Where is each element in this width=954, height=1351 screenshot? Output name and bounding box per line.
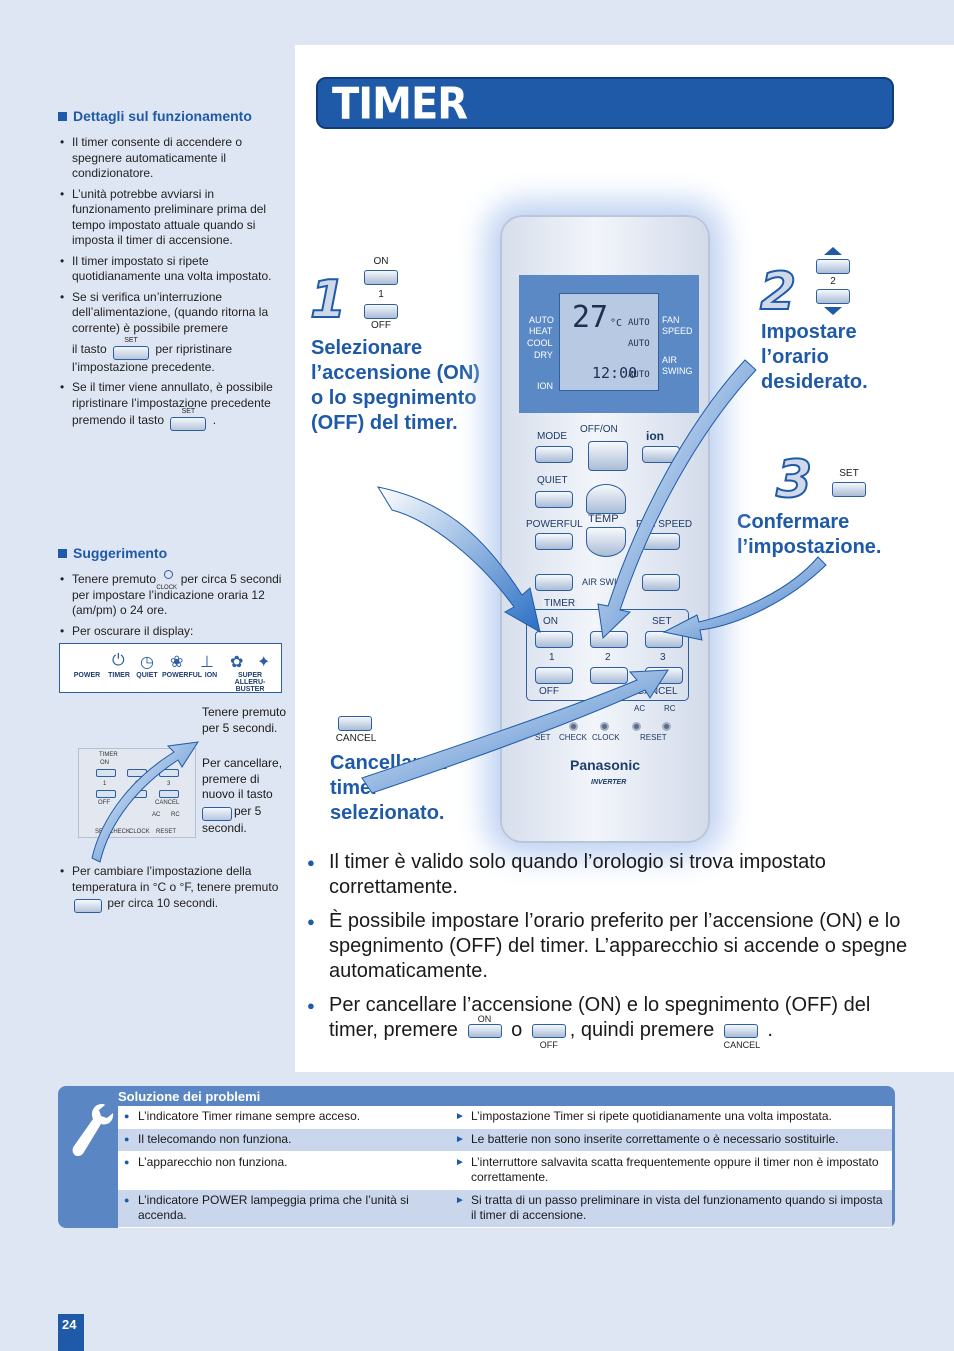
clock-hole[interactable] — [600, 722, 609, 731]
timer-set-button[interactable] — [645, 631, 683, 648]
power-button[interactable] — [588, 441, 628, 471]
brand-logo: Panasonic — [570, 757, 641, 773]
quiet-button[interactable] — [535, 491, 573, 508]
indicator-legend: ⏻ ◷ ❀ ⊥ ✿ ✦ POWER TIMER QUIET POWERFUL I… — [59, 643, 282, 693]
step-1-label: Selezionare l’accensione (ON) o lo spegn… — [311, 337, 480, 434]
power-indicator-icon: ⏻ — [112, 652, 125, 669]
step-2-label: Impostare l’orario desiderato. — [761, 321, 868, 393]
powerful-button[interactable] — [535, 533, 573, 550]
up-key-icon — [202, 806, 232, 821]
ion-button[interactable] — [642, 446, 680, 463]
timer-cancel-button[interactable] — [645, 667, 683, 684]
check-hole[interactable] — [569, 722, 578, 731]
step-2-number: 2 — [759, 261, 797, 323]
step-3-label: Confermare l’impostazione. — [737, 511, 882, 558]
note-item: Per cancellare l’accensione (ON) e lo sp… — [307, 993, 909, 1050]
on-key-icon — [364, 270, 398, 285]
timer-on-button[interactable] — [535, 631, 573, 648]
temp-up-button[interactable] — [586, 484, 626, 514]
mode-button[interactable] — [535, 446, 573, 463]
off-key-icon — [364, 304, 398, 319]
cancel-key-icon: CANCEL — [724, 1023, 760, 1050]
remote-control: AUTO HEAT COOL DRY ION 27 °C 12:00 AUTO … — [500, 215, 710, 843]
alleru-buster-indicator-icon: ✦ — [257, 654, 271, 671]
troubleshooting-table: L’indicatore Timer rimane sempre acceso.… — [118, 1106, 892, 1228]
timer-indicator-icon: ◷ — [140, 654, 154, 671]
timer-button-group: TIMER ON SET 1 2 3 OFF CANCEL — [526, 598, 689, 701]
quiet-indicator-icon: ❀ — [170, 654, 184, 671]
note-item: Il timer è valido solo quando l’orologio… — [307, 850, 909, 900]
rc-reset-hole[interactable] — [662, 722, 671, 731]
set-key-icon: SET — [113, 337, 150, 360]
title-bar: TIMER — [316, 77, 894, 129]
ac-reset-hole[interactable] — [632, 722, 641, 731]
step-3-number: 3 — [775, 449, 813, 511]
table-row: Il telecomando non funziona. Le batterie… — [118, 1129, 892, 1152]
tips-section: Suggerimento Tenere premuto CLOCK per ci… — [58, 544, 283, 644]
details-section: Dettagli sul funzionamento Il timer cons… — [58, 107, 283, 436]
set-key-icon: SET — [170, 408, 207, 432]
up-key-icon — [816, 259, 850, 274]
mini-remote-illustration: TIMER ON SET 1 2 3 OFF CANCEL AC RC SET … — [78, 748, 196, 838]
temp-down-button[interactable] — [586, 527, 626, 557]
table-row: L’apparecchio non funziona. L’interrutto… — [118, 1152, 892, 1190]
set-key-icon — [832, 482, 866, 497]
table-row: L’indicatore Timer rimane sempre acceso.… — [118, 1106, 892, 1129]
page-title: TIMER — [332, 78, 468, 130]
timer-down-button[interactable] — [590, 667, 628, 684]
set-reset-hole[interactable] — [539, 722, 548, 731]
hold-note: Tenere premuto per 5 secondi. — [202, 705, 287, 735]
wrench-icon — [72, 1104, 114, 1156]
air-swing-vertical-button[interactable] — [642, 574, 680, 591]
troubleshooting-heading: Soluzione dei problemi — [118, 1089, 261, 1104]
cancel-key-icon — [338, 716, 372, 731]
page-number: 24 — [58, 1314, 84, 1351]
powerful-indicator-icon: ⊥ — [200, 654, 214, 671]
off-key-icon: OFF — [531, 1023, 566, 1050]
tips-item: Per oscurare il display: — [58, 624, 283, 640]
note-item: È possibile impostare l’orario preferito… — [307, 909, 909, 984]
troubleshooting-panel: Soluzione dei problemi L’indicatore Time… — [58, 1086, 895, 1228]
tips-heading: Suggerimento — [58, 544, 283, 562]
ion-indicator-icon: ✿ — [230, 654, 244, 671]
temp-unit-tip: Per cambiare l’impostazione della temper… — [58, 864, 283, 918]
tips-item: Tenere premuto CLOCK per circa 5 secondi… — [58, 569, 283, 619]
air-swing-horizontal-button[interactable] — [535, 574, 573, 591]
down-key-icon — [74, 899, 102, 913]
on-key-icon: ON — [467, 1014, 502, 1038]
details-item: Il timer impostato si ripete quotidianam… — [58, 254, 283, 285]
table-row: L’indicatore POWER lampeggia prima che l… — [118, 1190, 892, 1228]
notes-list: Il timer è valido solo quando l’orologio… — [307, 850, 909, 1052]
details-item: Se si verifica un’interruzione dell’alim… — [58, 290, 283, 376]
fan-speed-button[interactable] — [642, 533, 680, 550]
timer-off-button[interactable] — [535, 667, 573, 684]
remote-display-panel: AUTO HEAT COOL DRY ION 27 °C 12:00 AUTO … — [519, 275, 699, 413]
details-item: Il timer consente di accendere o spegner… — [58, 135, 283, 182]
cancel-note: Per cancellare, premere di nuovo il tast… — [202, 756, 283, 835]
cancel-label: Cancellare il timer selezionato. — [330, 752, 448, 824]
down-key-icon — [816, 289, 850, 304]
timer-up-button[interactable] — [590, 631, 628, 648]
details-item: Se il timer viene annullato, è possibile… — [58, 380, 283, 432]
details-heading: Dettagli sul funzionamento — [58, 107, 283, 125]
details-item: L’unità potrebbe avviarsi in funzionamen… — [58, 187, 283, 249]
step-1-number: 1 — [309, 269, 347, 331]
clock-icon: CLOCK — [156, 569, 177, 591]
lcd-screen: 27 °C 12:00 AUTO AUTO AUTO — [559, 293, 659, 391]
